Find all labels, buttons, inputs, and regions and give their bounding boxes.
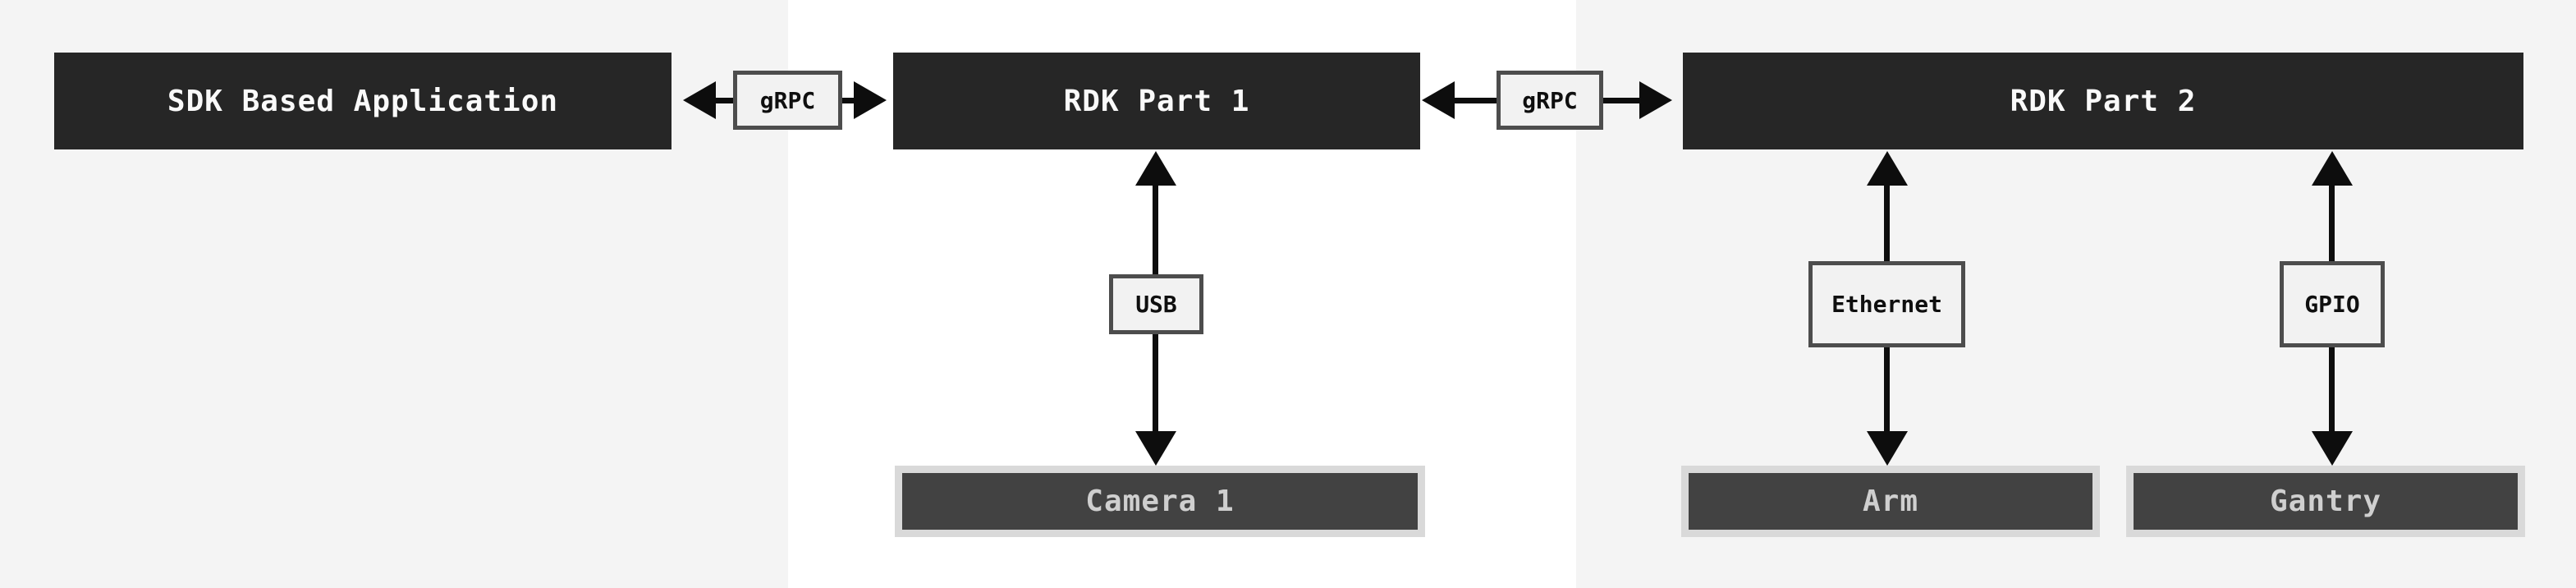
- edge-label-ethernet: Ethernet: [1808, 261, 1965, 347]
- device-arm: Arm: [1681, 466, 2100, 537]
- arrow-head-up-rdk1: [1135, 151, 1176, 186]
- arrow-head-right-rdk2: [1639, 81, 1672, 119]
- device-arm-inner: Arm: [1689, 473, 2092, 530]
- node-rdk-part-1: RDK Part 1: [893, 53, 1420, 149]
- arrow-head-up-rdk2-gpio: [2312, 151, 2353, 186]
- device-arm-label: Arm: [1862, 485, 1919, 518]
- edge-label-grpc-2: gRPC: [1497, 71, 1603, 130]
- node-sdk-based-application-label: SDK Based Application: [167, 84, 559, 118]
- arrow-head-down-camera1: [1135, 431, 1176, 466]
- edge-label-grpc-2-text: gRPC: [1522, 86, 1578, 114]
- device-camera-1-inner: Camera 1: [902, 473, 1418, 530]
- arrow-shaft-usb-camera1: [1153, 332, 1158, 434]
- arrow-shaft-sdk-grpc1: [713, 98, 738, 103]
- node-rdk-part-2: RDK Part 2: [1683, 53, 2523, 149]
- arrow-shaft-ethernet-arm: [1884, 345, 1890, 434]
- edge-label-usb-text: USB: [1135, 291, 1177, 318]
- arrow-shaft-grpc1-rdk1: [840, 98, 858, 103]
- edge-label-grpc-1: gRPC: [733, 71, 842, 130]
- node-sdk-based-application: SDK Based Application: [54, 53, 672, 149]
- device-gantry-label: Gantry: [2269, 485, 2382, 518]
- edge-label-usb: USB: [1109, 274, 1203, 334]
- arrow-shaft-rdk1-usb: [1153, 182, 1158, 278]
- edge-label-gpio-text: GPIO: [2304, 291, 2360, 318]
- arrow-head-right-rdk1: [854, 81, 887, 119]
- arrow-shaft-rdk2-ethernet: [1884, 182, 1890, 264]
- arrow-shaft-gpio-gantry: [2329, 345, 2335, 434]
- edge-label-gpio: GPIO: [2280, 261, 2385, 347]
- device-camera-1: Camera 1: [895, 466, 1425, 537]
- arrow-head-up-rdk2-ethernet: [1867, 151, 1908, 186]
- edge-label-ethernet-text: Ethernet: [1831, 291, 1942, 318]
- arrow-shaft-rdk1-grpc2: [1452, 98, 1501, 103]
- device-camera-1-label: Camera 1: [1085, 485, 1235, 518]
- arrow-shaft-grpc2-rdk2: [1599, 98, 1642, 103]
- device-gantry-inner: Gantry: [2134, 473, 2518, 530]
- node-rdk-part-2-label: RDK Part 2: [2010, 84, 2197, 118]
- node-rdk-part-1-label: RDK Part 1: [1063, 84, 1250, 118]
- edge-label-grpc-1-text: gRPC: [759, 86, 816, 114]
- arrow-head-down-gantry: [2312, 431, 2353, 466]
- device-gantry: Gantry: [2126, 466, 2525, 537]
- arrow-head-left-sdk: [683, 81, 716, 119]
- arrow-head-down-arm: [1867, 431, 1908, 466]
- arrow-head-left-rdk1: [1422, 81, 1455, 119]
- arrow-shaft-rdk2-gpio: [2329, 182, 2335, 264]
